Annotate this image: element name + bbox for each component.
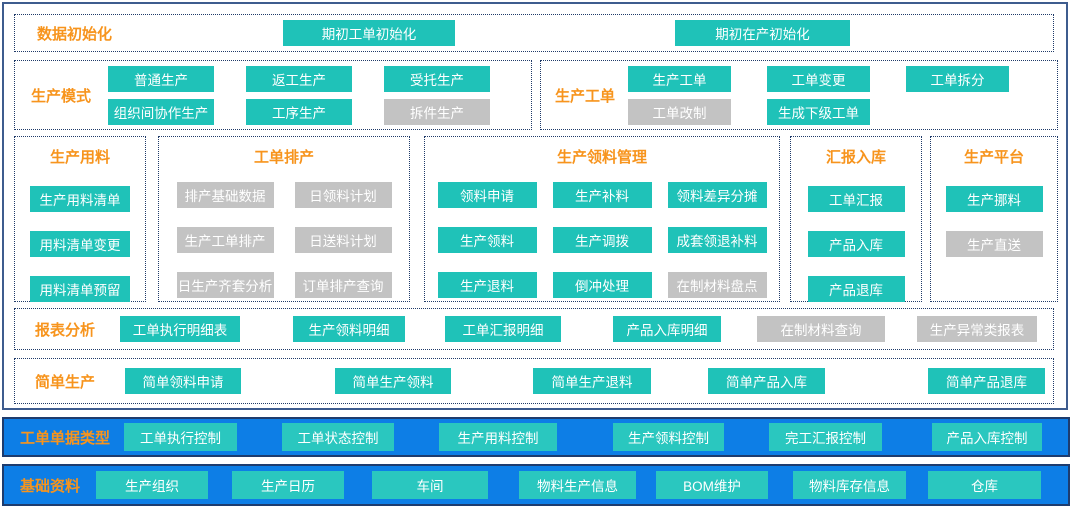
material-production-info-button[interactable]: 物料生产信息 (519, 471, 636, 499)
daily-kitting-analysis-button[interactable]: 日生产齐套分析 (176, 272, 274, 298)
kit-pick-return-button[interactable]: 成套领退补料 (667, 227, 767, 253)
simple-picking-button[interactable]: 简单生产领料 (335, 368, 451, 394)
section-data-init: 数据初始化 期初工单初始化 期初在产初始化 (14, 14, 1054, 52)
order-execution-detail-button[interactable]: 工单执行明细表 (120, 316, 240, 342)
normal-production-button[interactable]: 普通生产 (108, 65, 214, 92)
section-production-order: 生产工单 生产工单 工单变更 工单拆分 工单改制 生成下级工单 (540, 60, 1058, 130)
picking-control-button[interactable]: 生产领料控制 (613, 423, 724, 451)
section-production-material-title: 生产用料 (49, 149, 110, 166)
section-production-platform-title: 生产平台 (963, 149, 1024, 166)
bar-basic-data-title: 基础资料 (20, 477, 81, 495)
production-org-button[interactable]: 生产组织 (96, 471, 208, 499)
daily-picking-plan-button[interactable]: 日领料计划 (294, 182, 392, 208)
production-mode-grid: 普通生产 返工生产 受托生产 组织间协作生产 工序生产 拆件生产 (108, 65, 490, 125)
section-report-warehousing-title: 汇报入库 (825, 149, 886, 166)
bar-order-doc-types: 工单单据类型 工单执行控制 工单状态控制 生产用料控制 生产领料控制 完工汇报控… (2, 417, 1070, 457)
production-transfer-button[interactable]: 生产调拨 (552, 227, 652, 253)
workshop-button[interactable]: 车间 (372, 471, 488, 499)
backflush-button[interactable]: 倒冲处理 (552, 272, 652, 298)
wip-stocktake-button[interactable]: 在制材料盘点 (667, 272, 767, 298)
opening-order-init-button[interactable]: 期初工单初始化 (283, 20, 455, 46)
bom-maintenance-button[interactable]: BOM维护 (656, 471, 768, 499)
section-production-mode-title: 生产模式 (31, 87, 92, 105)
replenish-button[interactable]: 生产补料 (552, 182, 652, 208)
section-simple-production: 简单生产 简单领料申请 简单生产领料 简单生产退料 简单产品入库 简单产品退库 (14, 358, 1054, 404)
entrusted-production-button[interactable]: 受托生产 (384, 65, 490, 92)
simple-picking-request-button[interactable]: 简单领料申请 (125, 368, 241, 394)
simple-return-button[interactable]: 简单生产退料 (533, 368, 651, 394)
section-report-analysis-title: 报表分析 (35, 321, 96, 339)
order-report-detail-button[interactable]: 工单汇报明细 (445, 316, 561, 342)
section-report-analysis: 报表分析 工单执行明细表 生产领料明细 工单汇报明细 产品入库明细 在制材料查询… (14, 308, 1054, 350)
section-report-warehousing: 汇报入库 工单汇报 产品入库 产品退库 (790, 136, 922, 302)
material-list-button[interactable]: 生产用料清单 (30, 186, 130, 212)
simple-inbound-button[interactable]: 简单产品入库 (708, 368, 825, 394)
material-inventory-info-button[interactable]: 物料库存信息 (793, 471, 906, 499)
section-picking-management-title: 生产领料管理 (556, 149, 647, 166)
material-move-button[interactable]: 生产挪料 (945, 186, 1043, 212)
section-production-order-title: 生产工单 (555, 87, 616, 105)
section-production-material: 生产用料 生产用料清单 用料清单变更 用料清单预留 (14, 136, 146, 302)
picking-detail-button[interactable]: 生产领料明细 (293, 316, 405, 342)
inbound-control-button[interactable]: 产品入库控制 (932, 423, 1042, 451)
section-order-scheduling: 工单排产 排产基础数据 日领料计划 生产工单排产 日送料计划 日生产齐套分析 订… (158, 136, 410, 302)
material-control-button[interactable]: 生产用料控制 (439, 423, 557, 451)
production-calendar-button[interactable]: 生产日历 (232, 471, 344, 499)
generate-sub-order-button[interactable]: 生成下级工单 (767, 98, 870, 125)
product-outbound-button[interactable]: 产品退库 (807, 276, 905, 302)
picking-management-grid: 领料申请 生产补料 领料差异分摊 生产领料 生产调拨 成套领退补料 生产退料 倒… (437, 182, 767, 298)
process-production-button[interactable]: 工序生产 (246, 98, 352, 125)
rework-production-button[interactable]: 返工生产 (246, 65, 352, 92)
order-scheduling-button[interactable]: 生产工单排产 (176, 227, 274, 253)
section-data-init-title: 数据初始化 (37, 25, 113, 43)
warehouse-button[interactable]: 仓库 (928, 471, 1041, 499)
order-execution-control-button[interactable]: 工单执行控制 (124, 423, 237, 451)
order-scheduling-grid: 排产基础数据 日领料计划 生产工单排产 日送料计划 日生产齐套分析 订单排产查询 (176, 182, 392, 298)
order-split-button[interactable]: 工单拆分 (906, 65, 1009, 92)
simple-outbound-button[interactable]: 简单产品退库 (928, 368, 1045, 394)
order-change-button[interactable]: 工单变更 (767, 65, 870, 92)
section-production-platform: 生产平台 生产挪料 生产直送 (930, 136, 1058, 302)
product-inbound-button[interactable]: 产品入库 (807, 231, 905, 257)
section-production-mode: 生产模式 普通生产 返工生产 受托生产 组织间协作生产 工序生产 拆件生产 (14, 60, 532, 130)
opening-wip-init-button[interactable]: 期初在产初始化 (675, 20, 850, 46)
production-order-grid: 生产工单 工单变更 工单拆分 工单改制 生成下级工单 (628, 65, 1009, 125)
order-report-button[interactable]: 工单汇报 (807, 186, 905, 212)
main-panel: 数据初始化 期初工单初始化 期初在产初始化 生产模式 普通生产 返工生产 受托生… (2, 2, 1068, 410)
order-scheduling-query-button[interactable]: 订单排产查询 (294, 272, 392, 298)
material-list-reserve-button[interactable]: 用料清单预留 (30, 276, 130, 302)
abnormal-report-button[interactable]: 生产异常类报表 (917, 316, 1037, 342)
order-rework-button[interactable]: 工单改制 (628, 98, 731, 125)
disassembly-production-button[interactable]: 拆件生产 (384, 98, 490, 125)
inter-org-collab-production-button[interactable]: 组织间协作生产 (108, 98, 214, 125)
bar-order-doc-types-title: 工单单据类型 (20, 429, 111, 447)
bar-basic-data: 基础资料 生产组织 生产日历 车间 物料生产信息 BOM维护 物料库存信息 仓库 (2, 464, 1070, 506)
order-status-control-button[interactable]: 工单状态控制 (282, 423, 394, 451)
scheduling-base-data-button[interactable]: 排产基础数据 (176, 182, 274, 208)
section-simple-production-title: 简单生产 (35, 373, 96, 391)
production-order-button[interactable]: 生产工单 (628, 65, 731, 92)
daily-delivery-plan-button[interactable]: 日送料计划 (294, 227, 392, 253)
section-order-scheduling-title: 工单排产 (253, 149, 314, 166)
completion-report-control-button[interactable]: 完工汇报控制 (769, 423, 882, 451)
material-list-change-button[interactable]: 用料清单变更 (30, 231, 130, 257)
direct-delivery-button[interactable]: 生产直送 (945, 231, 1043, 257)
inbound-detail-button[interactable]: 产品入库明细 (613, 316, 721, 342)
production-picking-button[interactable]: 生产领料 (437, 227, 537, 253)
wip-material-query-button[interactable]: 在制材料查询 (757, 316, 885, 342)
section-picking-management: 生产领料管理 领料申请 生产补料 领料差异分摊 生产领料 生产调拨 成套领退补料… (424, 136, 780, 302)
picking-variance-button[interactable]: 领料差异分摊 (667, 182, 767, 208)
production-return-button[interactable]: 生产退料 (437, 272, 537, 298)
picking-request-button[interactable]: 领料申请 (437, 182, 537, 208)
